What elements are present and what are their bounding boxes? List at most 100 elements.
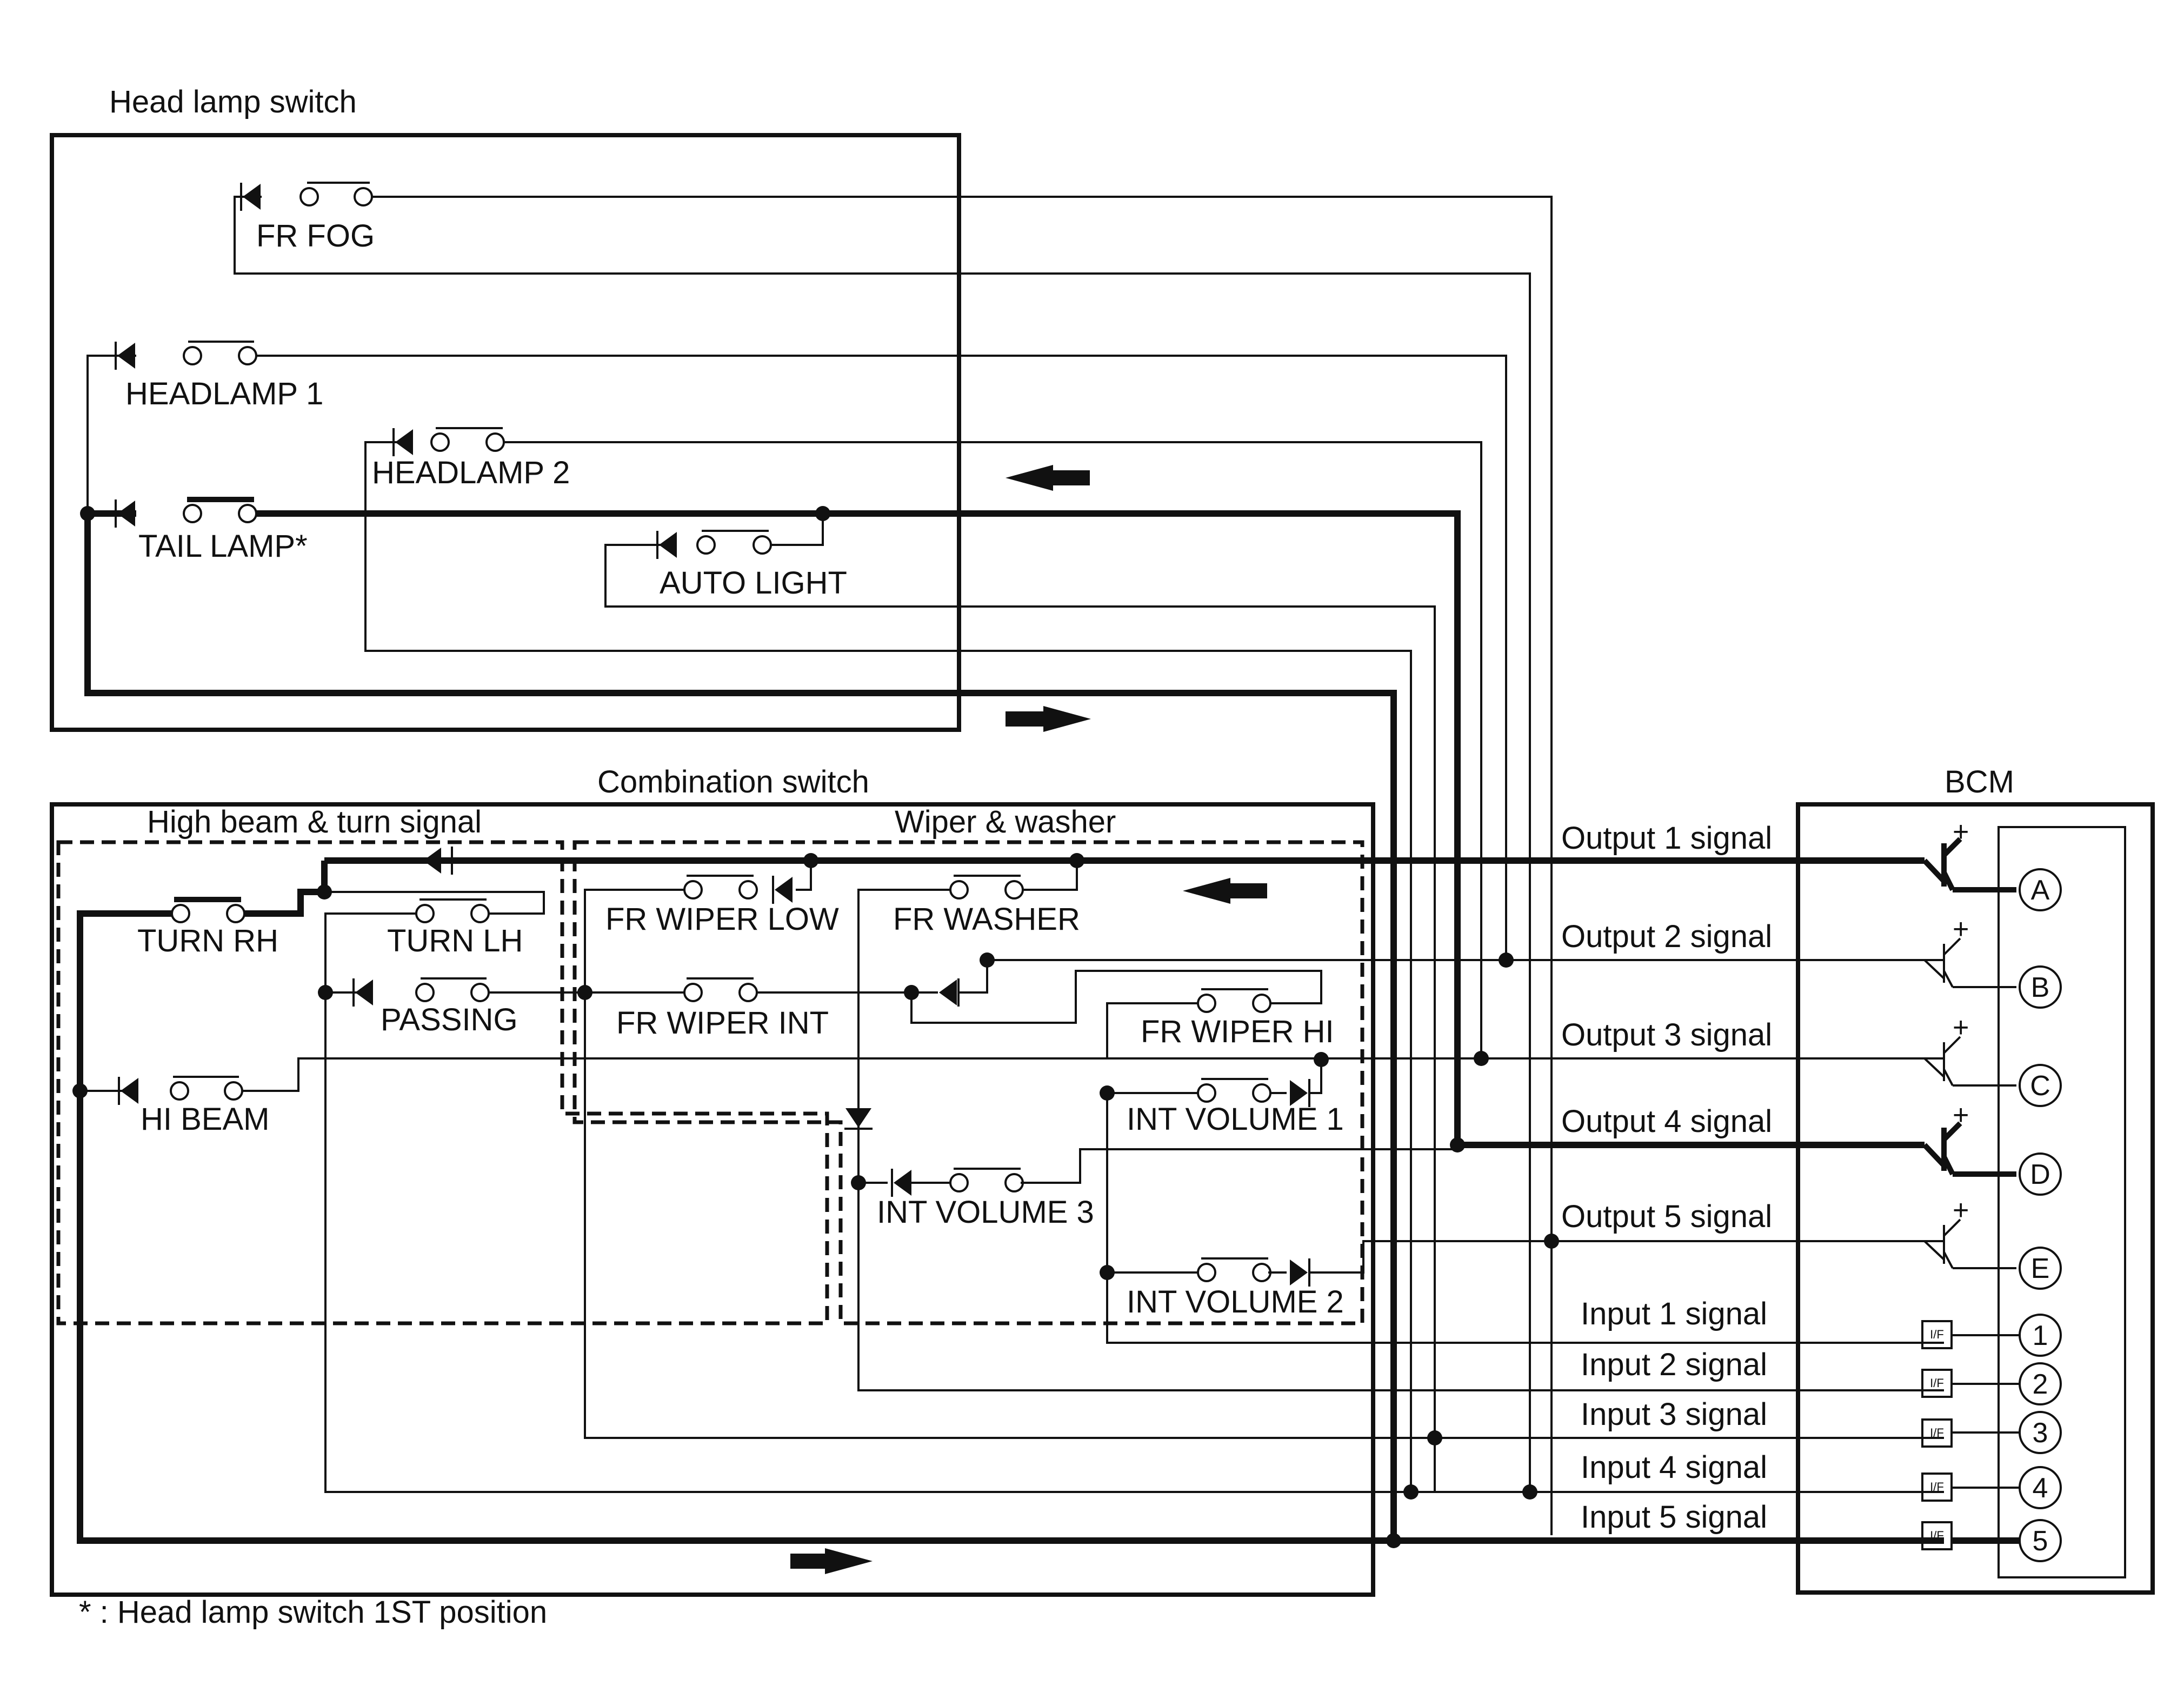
wire-turn-rh-input5 (77, 910, 1944, 1544)
wire-headlamp1-output2 (254, 355, 1507, 960)
output2-signal-label: Output 2 signal (1561, 919, 1772, 954)
plus-mark: + (1953, 914, 1969, 945)
terminal-c: C (2019, 1064, 2062, 1107)
output5-signal-label: Output 5 signal (1561, 1199, 1772, 1234)
terminal-4: 4 (2019, 1466, 2062, 1509)
wiper-washer-title: Wiper & washer (895, 804, 1116, 839)
svg-text:I/F: I/F (1930, 1426, 1944, 1440)
wire-washer-right (1014, 861, 1078, 891)
auto-light-label: AUTO LIGHT (660, 565, 847, 601)
input1-if-box: I/F (1921, 1320, 1953, 1349)
wire-turn-rh-bold (241, 861, 328, 917)
svg-text:4: 4 (2033, 1473, 2048, 1504)
wire-wiper-low-input3 (584, 889, 1944, 1439)
bcm-box (1796, 802, 2155, 1595)
svg-text:I/F: I/F (1930, 1480, 1944, 1494)
flow-arrow-left-icon (1006, 465, 1053, 491)
wire-headlamp2-output3 (503, 441, 1482, 1057)
head-lamp-switch-title: Head lamp switch (109, 84, 357, 119)
output4-signal-label: Output 4 signal (1561, 1104, 1772, 1139)
wiper-washer-dashed-box (572, 840, 1364, 1325)
tail-lamp-label: TAIL LAMP* (138, 529, 308, 564)
output3-signal-label: Output 3 signal (1561, 1017, 1772, 1052)
passing-diode-icon (355, 980, 373, 1005)
tail-lamp-diode-icon (117, 501, 135, 527)
wire-tail-lamp-output4 (254, 510, 1925, 1148)
plus-mark: + (1953, 1100, 1969, 1131)
svg-text:I/F: I/F (1930, 1376, 1944, 1390)
plus-mark: + (1953, 816, 1969, 848)
fr-fog-contact (354, 187, 373, 206)
terminal-a: A (2019, 868, 2062, 911)
turn-lh-label: TURN LH (387, 923, 523, 958)
hi-beam-label: HI BEAM (141, 1102, 270, 1137)
wire-auto-light-top (769, 514, 824, 546)
wire-wiper-hi-left (1106, 1002, 1201, 1060)
plus-mark: + (1953, 1012, 1969, 1043)
headlamp2-label: HEADLAMP 2 (372, 455, 570, 490)
plus-mark: + (1953, 1195, 1969, 1226)
flow-arrow-right-icon (1043, 706, 1091, 732)
fr-washer-label: FR WASHER (893, 902, 1080, 937)
wire-washer-input2 (857, 889, 1944, 1391)
terminal-3: 3 (2019, 1411, 2062, 1454)
wire-turn-lh-input4 (324, 912, 1944, 1493)
output4-transistor-icon (1922, 1121, 2016, 1177)
output3-transistor-icon (1923, 1036, 2016, 1087)
input5-signal-label: Input 5 signal (1581, 1500, 1767, 1535)
terminal-b: B (2019, 965, 2062, 1009)
junction (815, 506, 830, 521)
fr-wiper-hi-label: FR WIPER HI (1141, 1014, 1334, 1049)
bcm-terminal-block (1997, 826, 2126, 1578)
input3-if-box: I/F (1921, 1418, 1953, 1448)
headlamp1-diode-icon (117, 343, 135, 369)
input1-signal-label: Input 1 signal (1581, 1296, 1767, 1331)
svg-text:C: C (2030, 1070, 2050, 1102)
int-volume3-diode-icon (894, 1170, 911, 1196)
output1-signal-label: Output 1 signal (1561, 821, 1772, 856)
input5-if-box: I/F (1921, 1521, 1953, 1550)
svg-text:3: 3 (2033, 1417, 2048, 1449)
svg-text:B: B (2031, 972, 2050, 1003)
headlamp2-diode-icon (395, 429, 413, 455)
input2-if-box: I/F (1921, 1369, 1953, 1398)
combination-switch-box (50, 802, 1375, 1597)
wire-auto-light-input3 (604, 544, 1436, 1493)
wire-turn-lh (324, 891, 545, 915)
fr-fog-label: FR FOG (256, 218, 375, 254)
svg-text:I/F: I/F (1930, 1328, 1944, 1341)
wire-int-volume3-output4 (1021, 1148, 1457, 1184)
svg-text:A: A (2031, 875, 2050, 906)
flow-arrow-right-icon (825, 1548, 873, 1574)
int-volume2-diode-icon (1290, 1260, 1308, 1285)
high-beam-turn-dashed-box (56, 840, 829, 1325)
terminal-d: D (2019, 1152, 2062, 1196)
svg-text:2: 2 (2033, 1369, 2048, 1400)
bcm-title: BCM (1945, 764, 2014, 799)
int-volume2-label: INT VOLUME 2 (1127, 1284, 1344, 1320)
headlamp1-label: HEADLAMP 1 (125, 376, 323, 411)
svg-text:I/F: I/F (1930, 1529, 1944, 1542)
turn-rh-label: TURN RH (137, 923, 278, 958)
svg-text:1: 1 (2033, 1320, 2048, 1351)
wire-output2 (958, 959, 1944, 994)
svg-text:D: D (2030, 1159, 2050, 1190)
int-volume3-label: INT VOLUME 3 (877, 1195, 1094, 1230)
junction (80, 506, 95, 521)
wire-tail-lamp-input5 (84, 510, 1397, 1541)
int-volume1-diode-icon (1290, 1080, 1308, 1106)
output1-transistor-icon (1922, 837, 2016, 892)
head-lamp-switch-box (50, 133, 961, 732)
wiper-int-diode-icon (939, 980, 957, 1005)
combination-switch-title: Combination switch (597, 764, 869, 799)
wire-hi-beam-output3 (232, 1057, 1944, 1092)
terminal-2: 2 (2019, 1362, 2062, 1405)
input4-if-box: I/F (1921, 1473, 1953, 1502)
terminal-5: 5 (2019, 1519, 2062, 1562)
terminal-e: E (2019, 1247, 2062, 1290)
auto-light-diode-icon (659, 532, 677, 558)
passing-label: PASSING (381, 1002, 518, 1037)
svg-text:E: E (2031, 1253, 2050, 1284)
output2-transistor-icon (1923, 937, 2016, 988)
